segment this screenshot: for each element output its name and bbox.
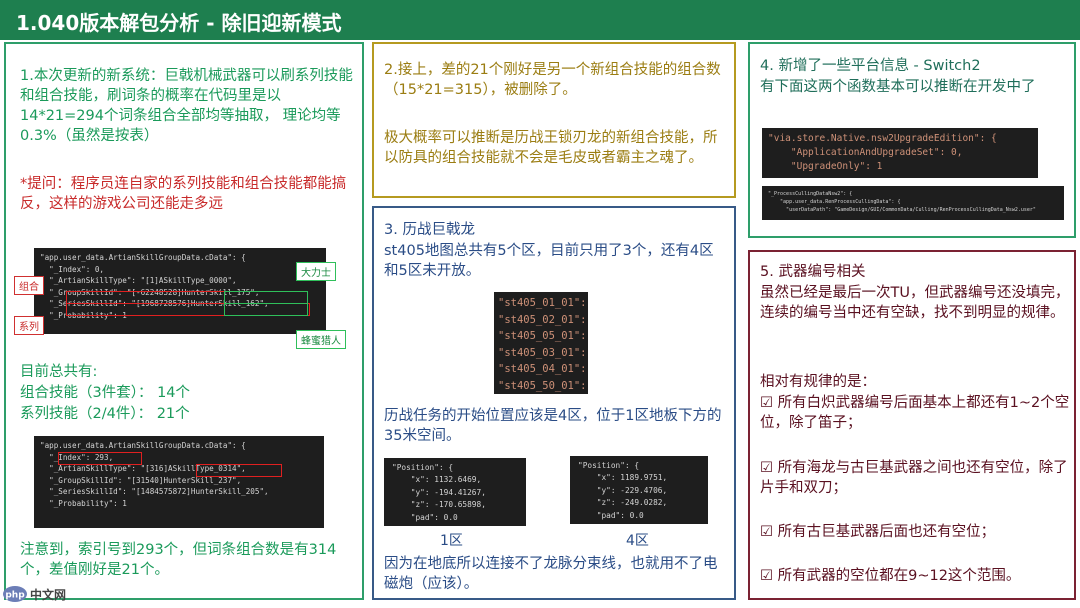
panel5-p1: 虽然已经是最后一次TU，但武器编号还没填完，连续的编号当中还有空缺，找不到明显的… — [760, 285, 1070, 321]
code-line: "_GroupSkillId": "[31540]HunterSkill_237… — [40, 475, 242, 485]
code-nsw2-upgrade: "via.store.Native.nsw2UpgradeEdition": {… — [762, 128, 1038, 178]
code-line: "_ArtianSkillType": "[1]ASkillType_0000"… — [40, 276, 237, 285]
php-logo-icon: php 中文网 — [3, 586, 66, 602]
summary-title: 目前总共有: — [20, 364, 98, 380]
panel5-heading: 5. 武器编号相关 — [760, 264, 866, 280]
code-line: "app.user_data.RenProcessCullingData": { — [768, 199, 901, 205]
highlight-series-skill — [66, 303, 310, 316]
title-bar: 1.040版本解包分析 - 除旧迎新模式 — [0, 0, 1080, 40]
map-zone-line: "st405_02_01": — [498, 313, 587, 326]
code-block-index293: "app.user_data.ArtianSkillGroupData.cDat… — [34, 436, 324, 528]
code-line: "_SeriesSkillId": "[1484575872]HunterSki… — [40, 487, 269, 496]
code-nsw2-culling: "_ProcessCullingDataNsw2": { "app.user_d… — [762, 186, 1064, 220]
panel5-item: ☑ 所有武器的空位都在9~12这个范围。 — [760, 568, 1021, 584]
watermark-badge: php — [5, 591, 25, 601]
highlight-index-293 — [58, 452, 142, 465]
code-line: "x": 1132.6469, — [392, 475, 482, 485]
caption-zone4: 4区 — [626, 533, 649, 549]
map-zone-line: "st405_04_01": — [498, 363, 587, 376]
highlight-hunter-162 — [224, 303, 308, 316]
code-line: "z": -170.65898, — [392, 500, 486, 510]
position-zone4: "Position": { "x": 1189.9751, "y": -229.… — [570, 456, 708, 524]
code-line: "pad": 0.0 — [578, 510, 644, 520]
code-line: "_GroupSkillId": "[-62248528]HunterSkill… — [40, 287, 260, 297]
code-line: "_Index": 293, — [40, 452, 114, 462]
caption-zone1: 1区 — [440, 533, 463, 549]
panel5-item: ☑ 所有海龙与古巨基武器之间也还有空位，除了片手和双刀； — [760, 460, 1068, 496]
code-line: "_Probability": 1 — [40, 498, 127, 508]
code-line: "y": -229.4706, — [578, 485, 668, 495]
map-zone-line: "st405_01_01": — [498, 297, 587, 309]
map-zone-line: "st405_50_01": — [498, 379, 587, 392]
label-dalishi: 大力士 — [296, 262, 336, 281]
code-line: "via.store.Native.nsw2UpgradeEdition": { — [768, 133, 997, 144]
panel1-footer: 注意到，索引号到293个，但词条组合数是有314个，差值刚好是21个。 — [20, 542, 337, 578]
summary-series: 系列技能（2/4件）： 21个 — [20, 406, 190, 422]
panel-weapon-ids — [748, 250, 1076, 600]
code-line: "UpgradeOnly": 1 — [768, 161, 883, 172]
watermark-logo: php 中文网 — [2, 584, 84, 604]
position-zone1: "Position": { "x": 1132.6469, "y": -194.… — [384, 458, 526, 526]
panel5-item: ☑ 所有古巨基武器后面也还有空位； — [760, 524, 996, 540]
code-line: "x": 1189.9751, — [578, 473, 668, 483]
map-zone-line: "st405_03_01": — [498, 346, 587, 359]
watermark-text: 中文网 — [30, 587, 66, 602]
panel2-p2: 极大概率可以推断是历战王锁刃龙的新组合技能，所以防具的组合技能就不会是毛皮或者霸… — [384, 130, 718, 166]
map-zone-list: "st405_01_01": "st405_02_01": "st405_05_… — [494, 292, 588, 394]
code-line: "_Index": 0, — [40, 264, 105, 274]
label-combo: 组合 — [14, 276, 44, 295]
panel5-p2: 相对有规律的是： — [760, 374, 876, 390]
panel1-intro: 1.本次更新的新系统：巨戟机械武器可以刷系列技能和组合技能，刷词条的概率在代码里… — [20, 68, 353, 144]
panel-gogmazios — [372, 206, 736, 600]
panel-missing-combo — [372, 42, 736, 198]
page-title: 1.040版本解包分析 - 除旧迎新模式 — [16, 11, 342, 35]
panel2-p1: 2.接上，差的21个刚好是另一个新组合技能的组合数（15*21=315），被删除… — [384, 62, 721, 98]
panel3-footer: 因为在地底所以连接不了龙脉分束线，也就用不了电磁炮（应该）。 — [384, 556, 718, 592]
code-line: "app.user_data.ArtianSkillGroupData.cDat… — [40, 441, 246, 450]
panel3-p2: 历战任务的开始位置应该是4区，位于1区地板下方的35米空间。 — [384, 408, 722, 444]
code-line: "z": -249.0282, — [578, 498, 668, 508]
panel5-item: ☑ 所有白炽武器编号后面基本上都还有1~2个空位，除了笛子； — [760, 395, 1070, 431]
map-zone-line: "st405_05_01": — [498, 330, 587, 343]
code-line: "pad": 0.0 — [392, 512, 458, 522]
panel1-note: *提问：程序员连自家的系列技能和组合技能都能搞反，这样的游戏公司还能走多远 — [20, 176, 347, 212]
code-line: "Position": { — [578, 461, 640, 470]
highlight-askill-0314 — [196, 464, 282, 477]
label-fengmi: 蜂蜜猎人 — [296, 330, 346, 349]
label-series: 系列 — [14, 316, 44, 335]
code-line: "_ArtianSkillType": "[316]ASkillType_031… — [40, 464, 246, 473]
code-line: "app.user_data.ArtianSkillGroupData.cDat… — [40, 253, 246, 262]
panel4-p2: 有下面这两个函数基本可以推断在开发中了 — [760, 79, 1036, 95]
code-line: "ApplicationAndUpgradeSet": 0, — [768, 147, 963, 158]
code-line: "userDataPath": "GameDesign/GUI/CommonDa… — [768, 207, 1036, 213]
code-line: "_ProcessCullingDataNsw2": { — [768, 191, 853, 197]
panel3-heading: 3. 历战巨戟龙 — [384, 222, 475, 238]
code-line: "Position": { — [392, 463, 454, 472]
panel3-p1: st405地图总共有5个区，目前只用了3个，还有4区和5区未开放。 — [384, 243, 714, 279]
code-line: "y": -194.41267, — [392, 487, 486, 497]
panel4-p1: 4. 新增了一些平台信息 - Switch2 — [760, 58, 981, 74]
summary-combo: 组合技能（3件套）： 14个 — [20, 385, 191, 401]
